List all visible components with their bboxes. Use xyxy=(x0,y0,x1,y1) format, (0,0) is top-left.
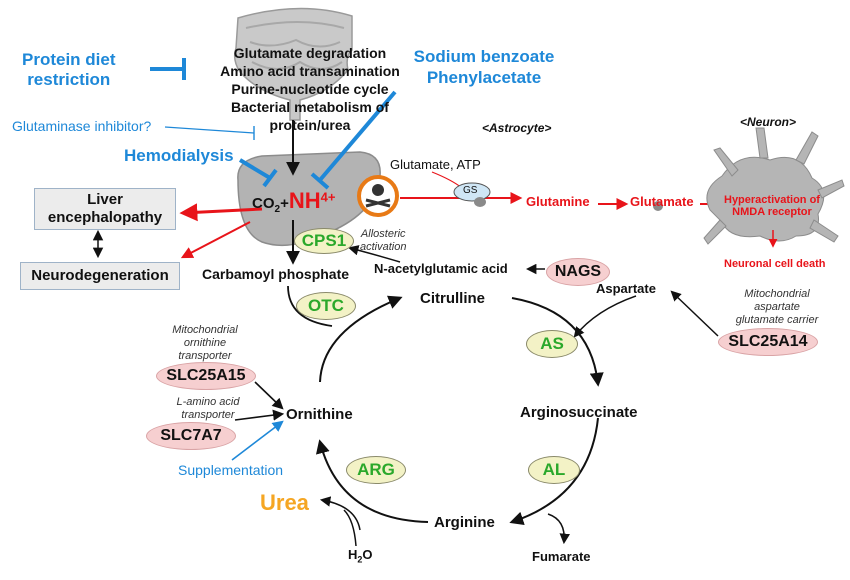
nh4-superscript: 4+ xyxy=(320,189,336,205)
h2o-subscript: 2 xyxy=(357,554,363,565)
ammonia-sources-list: Glutamate degradation Amino acid transam… xyxy=(190,44,430,134)
n-acetylglutamic-acid-label: N-acetylglutamic acid xyxy=(374,261,508,276)
astrocyte-label: <Astrocyte> xyxy=(482,121,552,135)
glutamine-label: Glutamine xyxy=(526,194,590,209)
neuron-label: <Neuron> xyxy=(740,115,797,129)
co2-nh4-formula: CO2+NH4+ xyxy=(252,188,335,216)
neuron-icon xyxy=(703,127,845,245)
h2o-label: H2O xyxy=(348,547,373,565)
to-fumarate-arrow xyxy=(547,513,570,545)
aspartate-into-cycle xyxy=(573,295,637,338)
ornithine-label: Ornithine xyxy=(286,406,353,423)
h2o-h: H xyxy=(348,547,358,562)
cps1-enzyme: CPS1 xyxy=(294,228,354,254)
phenylacetate-label: Phenylacetate xyxy=(426,68,542,87)
hemodialysis-label: Hemodialysis xyxy=(124,146,234,165)
sodium-benzoate-label: Sodium benzoate xyxy=(413,47,555,66)
scavenger-drugs-label: Sodium benzoate Phenylacetate xyxy=(404,46,564,88)
h2o-o: O xyxy=(362,547,373,562)
aspartate-label: Aspartate xyxy=(596,281,656,296)
intestine-icon xyxy=(233,7,353,121)
neuronal-cell-death-label: Neuronal cell death xyxy=(724,258,826,270)
supplementation-arrow xyxy=(231,420,284,461)
citrulline-label: Citrulline xyxy=(420,290,486,307)
gs-ellipse xyxy=(453,182,491,202)
protein-diet-restriction-label: Protein diet restriction xyxy=(22,50,116,89)
toxic-hazard-icon xyxy=(357,175,399,217)
slc25a14-description: Mitochondrial aspartate glutamate carrie… xyxy=(735,288,819,326)
slc25a15-to-ornithine xyxy=(254,381,284,410)
argininosuccinate-label: Arginosuccinate xyxy=(520,404,638,421)
slc7a7-transporter: SLC7A7 xyxy=(146,422,236,450)
fumarate-label: Fumarate xyxy=(532,549,591,564)
glutamate-atp-link xyxy=(431,171,463,189)
slc25a15-description: Mitochondrial ornithine transporter xyxy=(172,324,238,362)
nh4-text: NH xyxy=(288,188,321,213)
co2-subscript: 2 xyxy=(274,204,281,216)
source-item: Bacterial metabolism of protein/urea xyxy=(231,99,389,133)
inhibition-lines xyxy=(150,58,397,190)
glutamate-atp-label: Glutamate, ATP xyxy=(390,157,481,172)
source-item: Glutamate degradation xyxy=(233,45,387,61)
urea-cycle-arrows xyxy=(316,295,604,526)
h2o-link xyxy=(343,509,357,547)
source-item: Purine-nucleotide cycle xyxy=(231,81,389,97)
slc7a7-to-ornithine xyxy=(234,409,285,421)
slc25a14-transporter: SLC25A14 xyxy=(718,328,818,356)
slc7a7-description: L-amino acid transporter xyxy=(176,396,240,421)
to-urea-arrow xyxy=(319,496,361,531)
as-enzyme: AS xyxy=(526,330,578,358)
supplementation-label: Supplementation xyxy=(178,462,284,478)
nh4-to-neurodegeneration-arrow xyxy=(180,221,251,259)
allosteric-activation-label: Allosteric activation xyxy=(360,228,407,253)
plus-sign: + xyxy=(280,195,289,212)
al-enzyme: AL xyxy=(528,456,580,484)
nags-enzyme: NAGS xyxy=(546,258,610,286)
otc-enzyme: OTC xyxy=(296,292,356,320)
arg-enzyme: ARG xyxy=(346,456,406,484)
arginine-label: Arginine xyxy=(434,514,495,531)
source-item: Amino acid transamination xyxy=(220,63,400,79)
slc25a15-transporter: SLC25A15 xyxy=(156,362,256,390)
gs-enzyme-label: GS xyxy=(463,185,478,196)
urea-label: Urea xyxy=(260,490,309,515)
glutamate-label: Glutamate xyxy=(630,194,694,209)
co2-text: CO xyxy=(252,195,275,212)
nmda-hyperactivation-label: Hyperactivation of NMDA receptor xyxy=(724,194,820,218)
neurodegeneration-box: Neurodegeneration xyxy=(20,262,180,290)
nh4-to-encephalopathy-arrow xyxy=(179,203,263,222)
slc25a14-to-aspartate xyxy=(670,290,719,337)
glutaminase-inhibitor-label: Glutaminase inhibitor? xyxy=(12,118,152,134)
liver-encephalopathy-box: Liver encephalopathy xyxy=(34,188,176,230)
nag-to-cps1-arrow xyxy=(347,245,401,263)
carbamoyl-phosphate-label: Carbamoyl phosphate xyxy=(202,266,350,282)
